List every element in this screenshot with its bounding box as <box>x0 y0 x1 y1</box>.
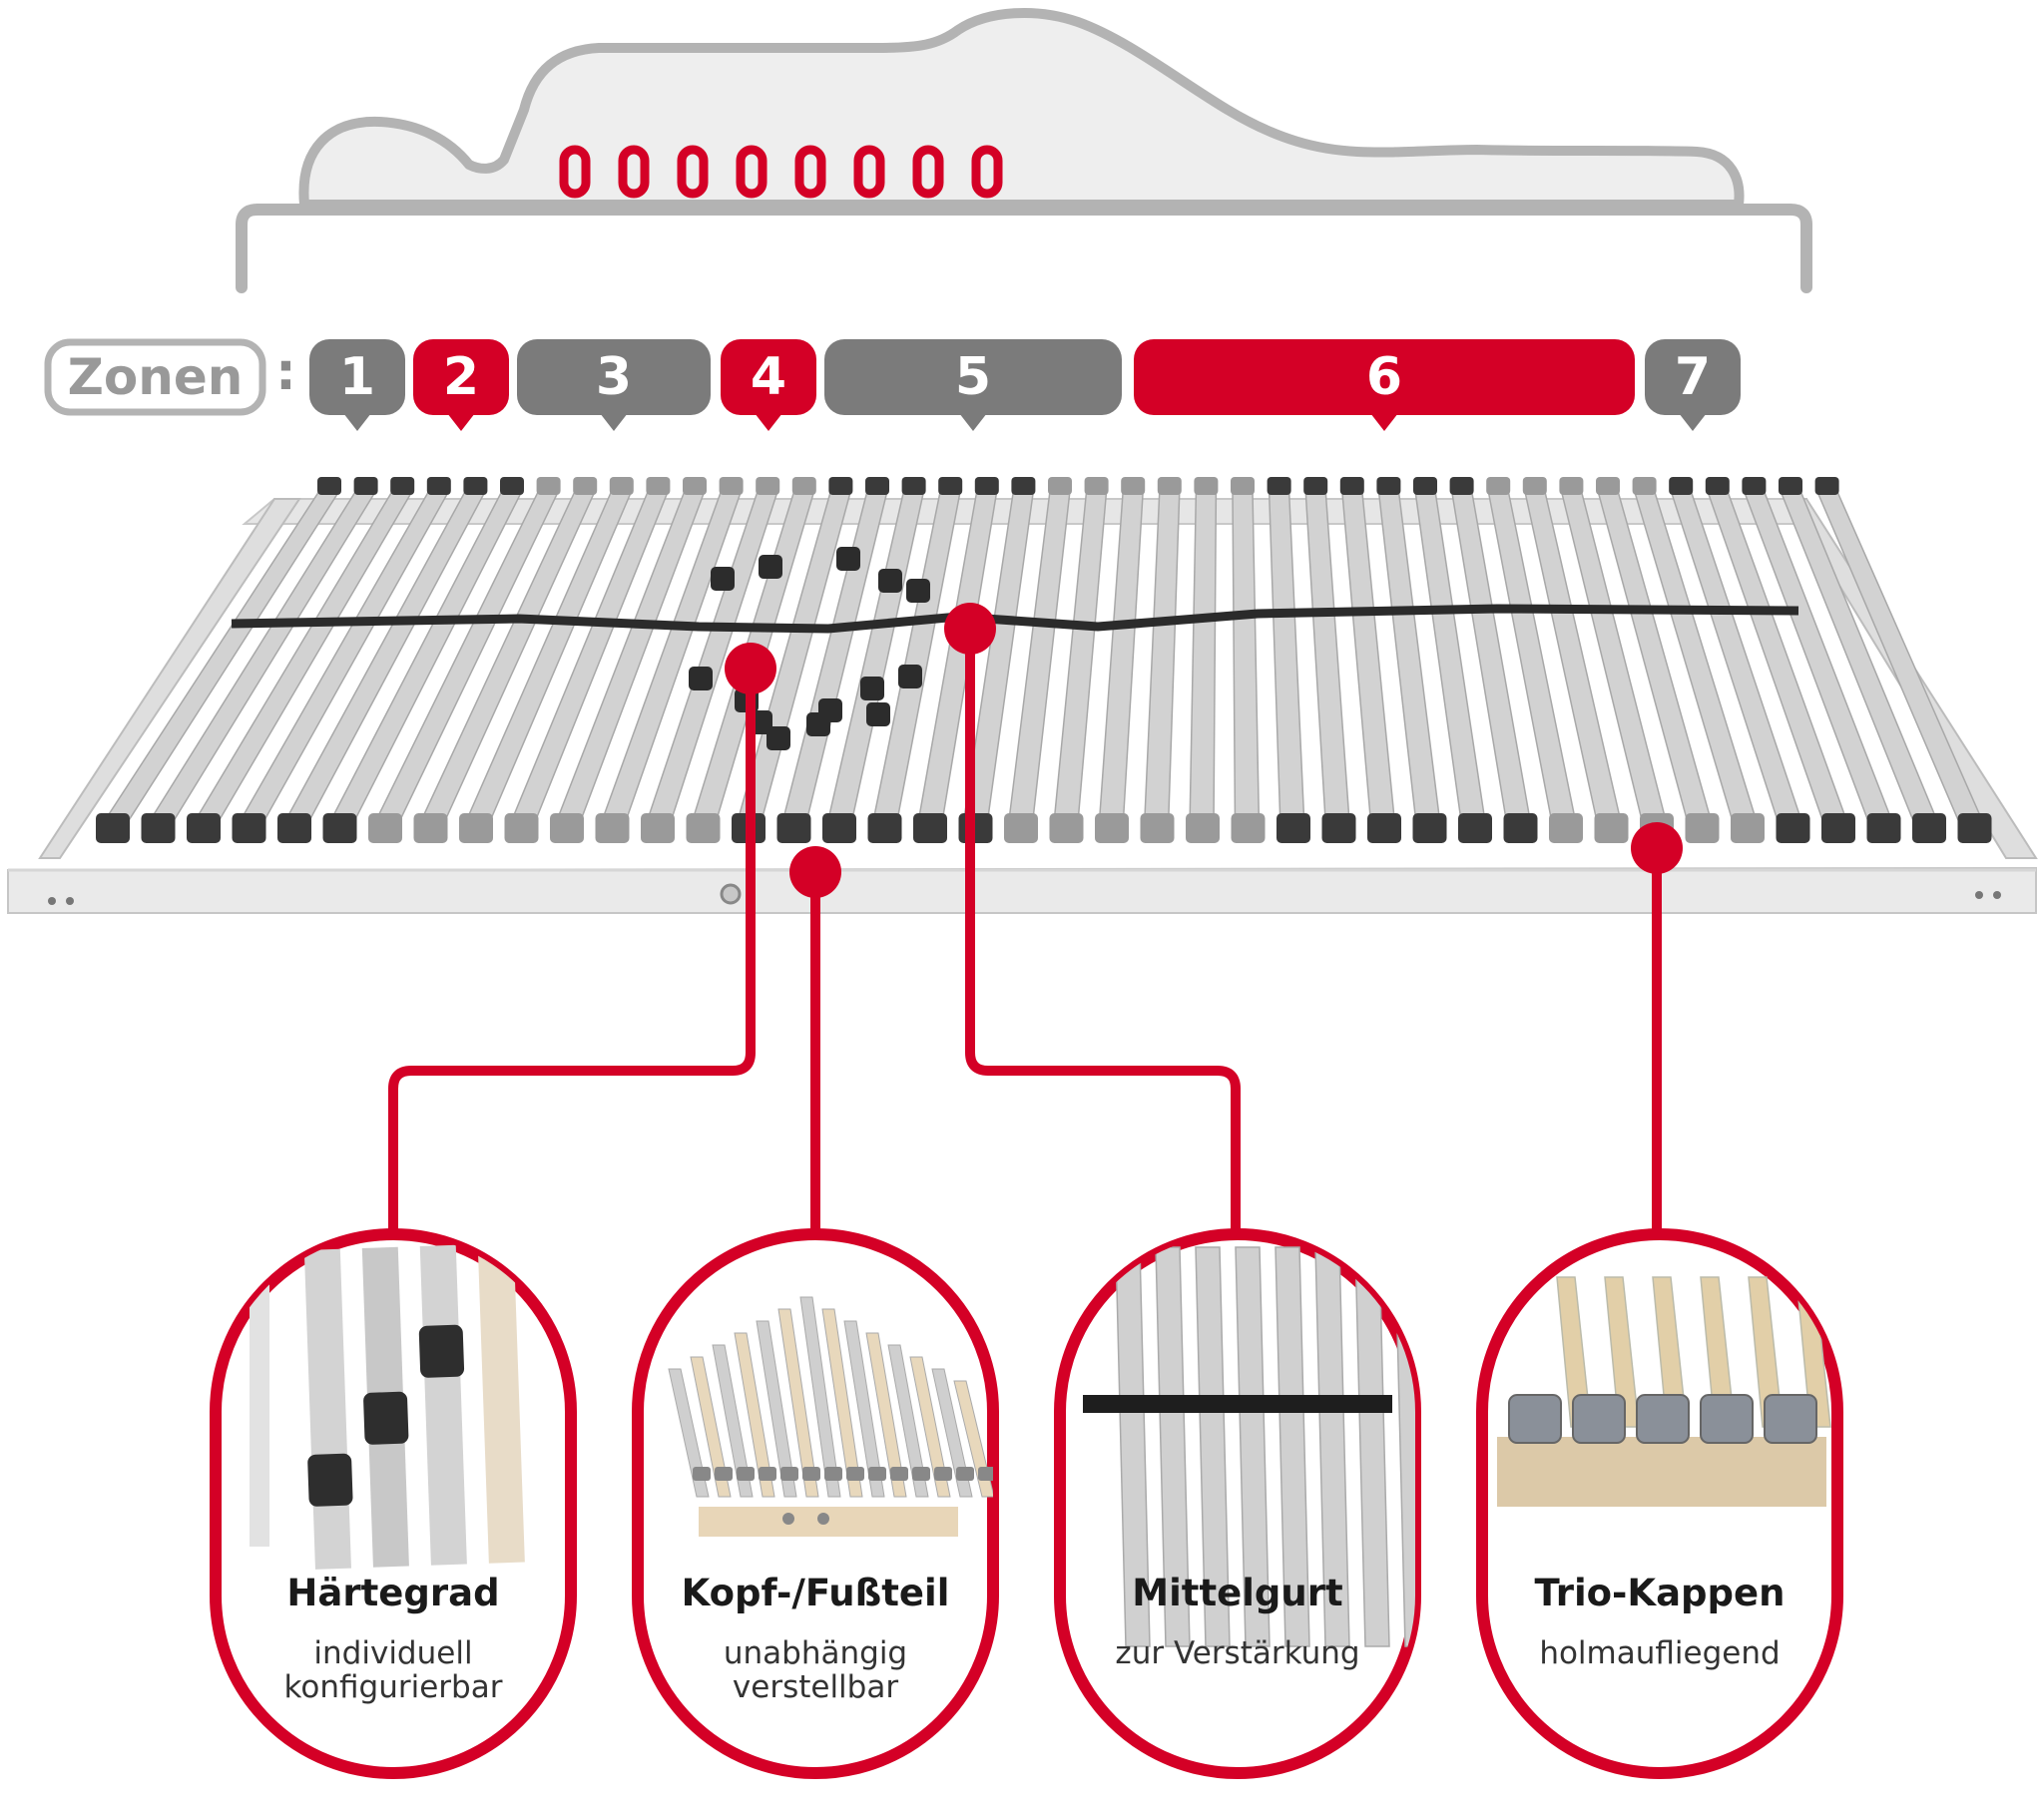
feature-card-hartegrad <box>210 1228 577 1779</box>
zones-label: Zonen <box>67 348 244 406</box>
trio-caps-icon <box>1497 1276 1831 1507</box>
zone-4-label: 4 <box>750 347 787 407</box>
pressure-mark <box>912 145 944 199</box>
feature-title-mittelgurt: Mittelgurt <box>1132 1572 1343 1614</box>
pressure-mark <box>794 145 826 199</box>
zone-tab-5 <box>824 339 1122 431</box>
zone-6-label: 6 <box>1365 347 1403 407</box>
mattress-silhouette <box>236 7 1812 293</box>
slatted-frame <box>7 477 2038 914</box>
pressure-mark <box>853 145 885 199</box>
pressure-mark <box>971 145 1003 199</box>
zones-separator: : <box>275 342 296 402</box>
zone-tab-2 <box>413 339 509 431</box>
zone-tab-7 <box>1645 339 1741 431</box>
pressure-zone-marks <box>559 145 1003 199</box>
zones-bar <box>44 338 1741 431</box>
pressure-mark <box>736 145 767 199</box>
feature-card-mittelgurt <box>1054 1228 1421 1779</box>
feature-subtitle-trio-kappen: holmaufliegend <box>1539 1635 1781 1671</box>
feature-subtitle-mittelgurt: zur Verstärkung <box>1115 1635 1360 1671</box>
zone-tab-6 <box>1134 339 1635 431</box>
feature-title-trio-kappen: Trio-Kappen <box>1534 1572 1786 1614</box>
feature-title-kopf-fussteil: Kopf-/Fußteil <box>681 1572 950 1614</box>
zone-1-label: 1 <box>338 347 376 407</box>
feature-card-trio-kappen <box>1476 1228 1843 1779</box>
firmness-slider-icon <box>250 1242 525 1570</box>
pressure-mark <box>677 145 709 199</box>
feature-card-kopf-fussteil <box>632 1228 999 1779</box>
zone-tab-1 <box>309 339 405 431</box>
zones-label-box <box>44 338 266 416</box>
adjustable-head-foot-icon <box>668 1296 993 1537</box>
zone-2-label: 2 <box>442 347 480 407</box>
zone-3-label: 3 <box>595 347 633 407</box>
zone-tab-3 <box>517 339 711 431</box>
callout-dots <box>725 603 1683 898</box>
pressure-mark <box>559 145 591 199</box>
slat-row <box>96 477 1992 843</box>
frame-side-rail <box>7 866 2037 914</box>
feature-title-hartegrad: Härtegrad <box>286 1572 500 1614</box>
zone-5-label: 5 <box>954 347 992 407</box>
pressure-mark <box>618 145 650 199</box>
zone-7-label: 7 <box>1674 347 1712 407</box>
zone-tab-4 <box>721 339 816 431</box>
callout-connectors <box>388 629 1662 1234</box>
